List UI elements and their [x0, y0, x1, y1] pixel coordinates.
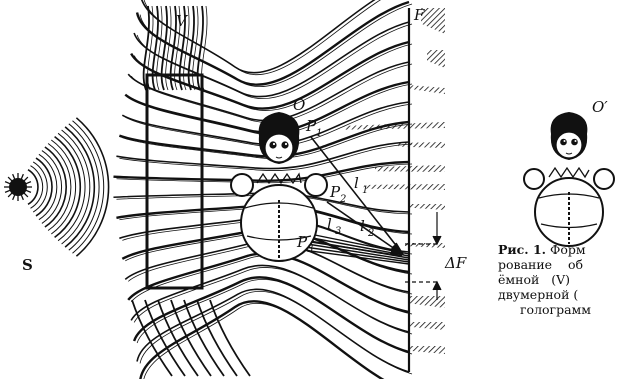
ray-l2-label: l — [360, 217, 365, 235]
caption-line-5: голограмм — [520, 302, 591, 317]
volume-hologram-box — [145, 73, 204, 290]
interference-fringes — [113, 0, 413, 384]
caption-line-2: рование об — [498, 257, 583, 272]
point-p2-label: P — [329, 183, 341, 201]
figure-caption: Рис. 1. Форм рование об ёмной (V) двумер… — [498, 242, 591, 317]
point-p1-label: P — [305, 117, 317, 135]
point-p3-sub: 3 — [307, 244, 313, 255]
point-p1-sub: 1 — [316, 128, 322, 139]
caption-line-4: двумерной ( — [498, 287, 578, 302]
ray-l3-sub: 3 — [335, 226, 341, 237]
light-source — [4, 173, 32, 201]
spherical-waves — [27, 117, 110, 257]
caption-prefix: Рис. 1. — [498, 242, 546, 257]
point-p3-label: P — [296, 233, 308, 251]
ray-l1-sub: 1 — [362, 185, 368, 196]
delta-f-dimension — [405, 212, 442, 300]
source-label: S — [22, 256, 33, 274]
svg-text:Рис. 1. Форм: Рис. 1. Форм — [498, 242, 586, 257]
volume-label: V — [176, 12, 189, 30]
film-label: F — [413, 6, 425, 24]
delta-f-label: ΔF — [444, 254, 467, 272]
object-doll — [230, 112, 328, 262]
object-label: O — [293, 96, 305, 114]
caption-line-1: Форм — [546, 242, 586, 257]
reconstructed-image-doll — [523, 112, 615, 247]
ray-l1-label: l — [354, 174, 359, 192]
ray-l2-sub: 2 — [367, 228, 374, 239]
point-p2-sub: 2 — [339, 194, 346, 205]
caption-line-3: ёмной (V) — [498, 272, 570, 287]
ray-l3-label: l — [327, 215, 332, 233]
ray-lines — [310, 136, 405, 257]
image-label: O′ — [592, 98, 608, 116]
